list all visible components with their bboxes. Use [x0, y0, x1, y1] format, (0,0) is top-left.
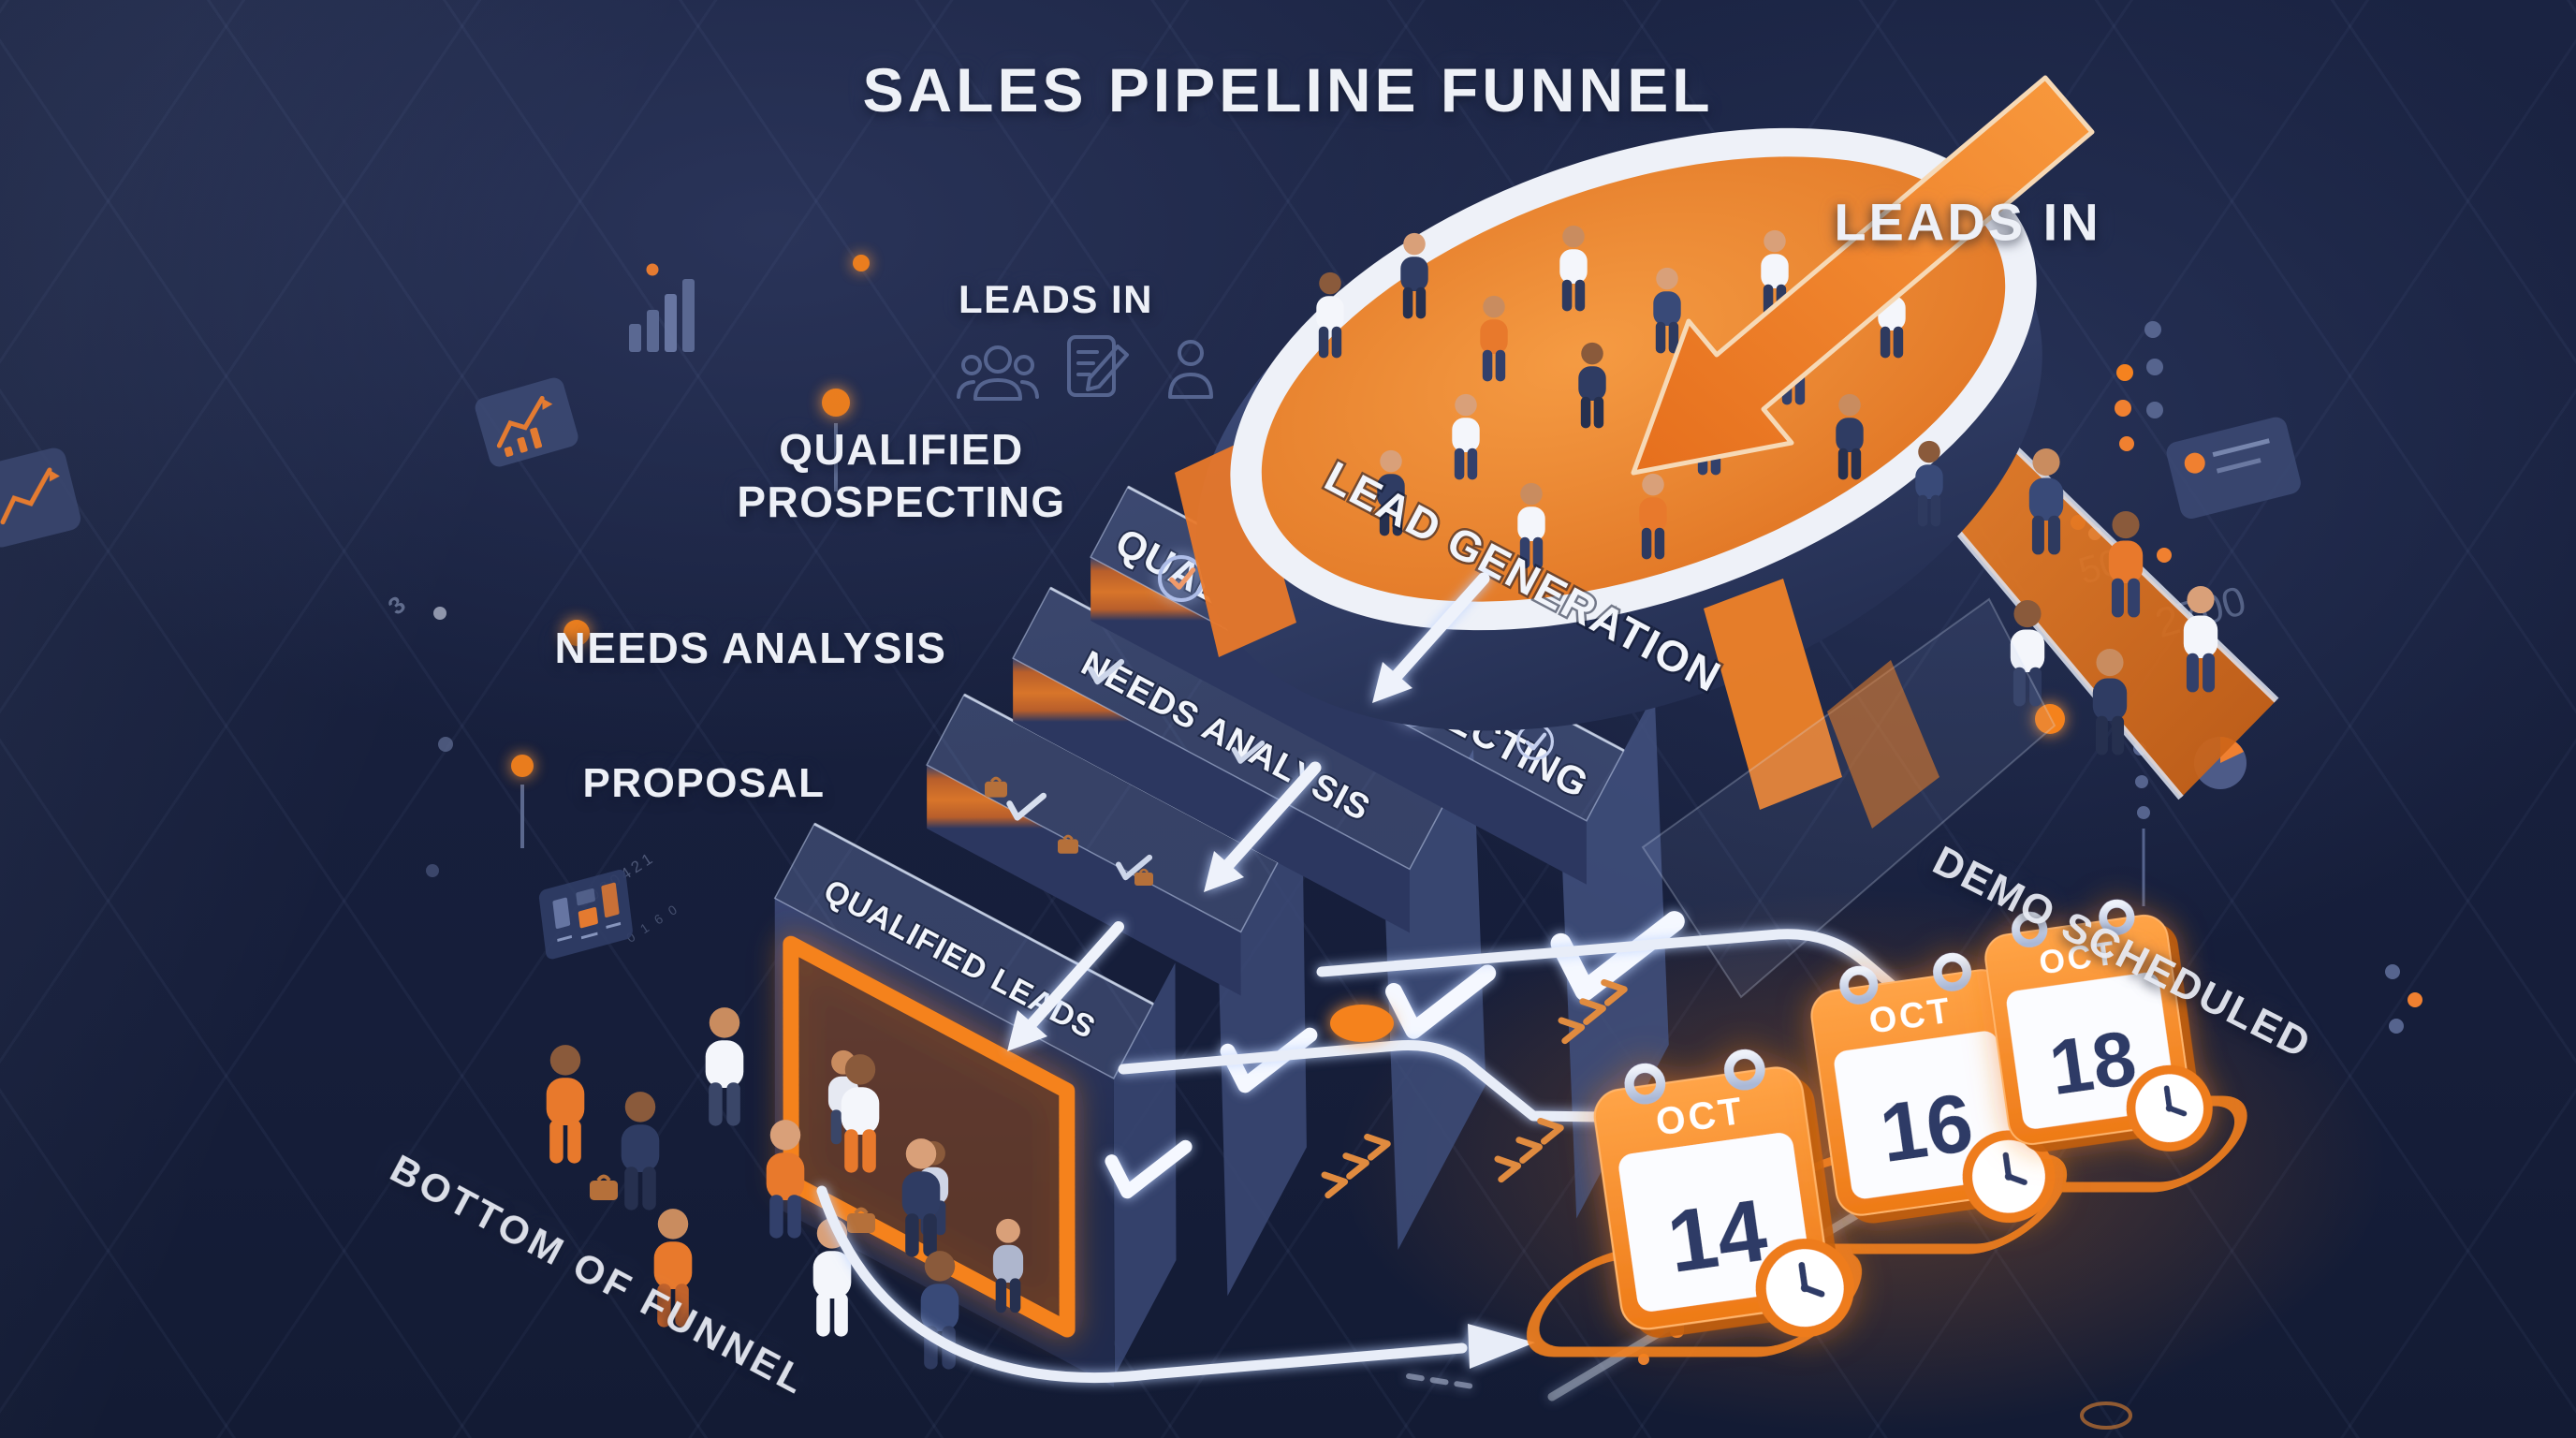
floor-ring: [2080, 1401, 2132, 1430]
wall-stripe-left: [1175, 440, 1296, 657]
contact-card-icon: [2166, 417, 2301, 519]
line-chart-icon: [475, 377, 578, 467]
funnel-stage-needs-analysis: NEEDS ANALYSIS: [1012, 586, 1486, 1251]
map-pin-icon: [511, 755, 534, 848]
funnel-stage-qualified-leads: QUALIFIED LEADS: [773, 822, 1177, 1387]
wall-stripe-right: [1704, 579, 1842, 810]
bg-number-3: 3: [383, 590, 411, 620]
person-icon: [1168, 340, 1213, 399]
calendar-day: 18: [2044, 1014, 2141, 1111]
dots-columns: [2115, 321, 2163, 451]
people-group-icon: [957, 345, 1039, 401]
data-card-icon: [538, 869, 633, 960]
left-label-proposal: PROPOSAL: [582, 760, 826, 806]
left-label-leads-in: LEADS IN: [958, 277, 1154, 321]
map-pin-icon: [822, 389, 850, 492]
left-label-qualified-prospecting: QUALIFIED PROSPECTING: [737, 424, 1066, 526]
dots-column-2: [2133, 742, 2150, 906]
right-label-leads-in: LEADS IN: [1834, 192, 2101, 252]
leads-in-arrow: [1631, 75, 2095, 476]
line-chart-icon-edge: [0, 448, 81, 548]
glow-dot: [853, 255, 870, 271]
decor-left: 3 0020421 0 1 6 0: [0, 255, 870, 960]
left-label-needs-analysis: NEEDS ANALYSIS: [554, 624, 947, 672]
calendar-oct-14: OCT 14: [1588, 1044, 1854, 1357]
leads-in-icons: [957, 335, 1213, 401]
dots-trio: [2385, 964, 2422, 1034]
glow-ellipse: [1330, 1005, 1394, 1042]
calendar-oct-18: OCT 18: [1981, 895, 2214, 1169]
signup-form-icon: [1067, 335, 1129, 397]
calendar-day: 14: [1661, 1181, 1772, 1292]
chevron-icons: [1321, 978, 1628, 1199]
page-title: SALES PIPELINE FUNNEL: [862, 55, 1714, 125]
bg-digits-b: 0 1 6 0: [623, 901, 681, 946]
stage-flow-arrows: [1007, 572, 1490, 1051]
calendar-day: 16: [1875, 1076, 1979, 1181]
calendar-oct-16: OCT 16: [1807, 947, 2056, 1241]
bar-chart-icon: [629, 263, 695, 352]
